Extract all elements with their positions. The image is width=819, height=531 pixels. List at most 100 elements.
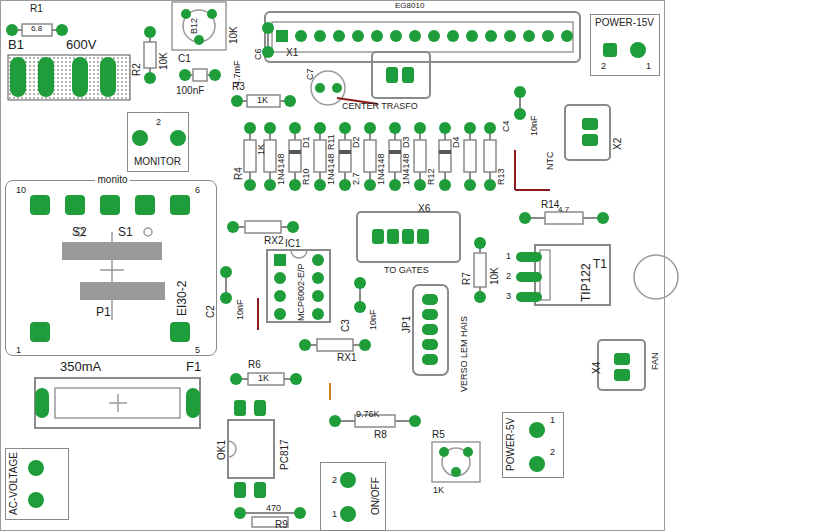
silkscreen-label: RX2	[264, 236, 283, 246]
silkscreen-label: 2	[332, 476, 337, 485]
ic-footprint	[312, 254, 324, 266]
silkscreen-label: 1K	[433, 486, 444, 495]
silkscreen-label: 350mA	[60, 360, 101, 373]
silkscreen-label: S2	[72, 226, 87, 238]
silkscreen-label: 100nF	[176, 86, 204, 96]
resistor-symbol	[414, 179, 426, 191]
silkscreen-label: 1	[16, 346, 21, 355]
silkscreen-label: 2	[550, 448, 555, 457]
transformer-footprint	[80, 282, 165, 300]
trimmer-symbol	[172, 2, 480, 482]
trimmer-symbol	[439, 447, 449, 457]
resistor-symbol	[230, 373, 242, 385]
fuse-holder	[35, 378, 200, 428]
capacitor-symbol	[514, 86, 526, 98]
silkscreen-label: C6	[254, 48, 263, 60]
capacitor-symbol	[193, 69, 207, 81]
capacitor-symbol	[311, 71, 345, 105]
silkscreen-label: C2	[206, 305, 216, 318]
jumper-wire	[257, 298, 259, 330]
connector-outline	[386, 67, 398, 83]
resistor-symbol	[439, 179, 451, 191]
silkscreen-label: 1	[506, 252, 511, 261]
resistor-symbol	[439, 140, 451, 172]
resistor-symbol	[389, 140, 401, 172]
resistor-symbol	[464, 179, 476, 191]
resistor-symbol	[289, 140, 301, 172]
connector-label: POWER-15V	[595, 18, 654, 28]
bridge-rectifier	[8, 55, 130, 100]
connector-label: monito	[95, 175, 129, 185]
ic-footprint	[254, 482, 266, 498]
silkscreen-label: 1N4148	[327, 153, 336, 185]
transistor-footprint	[516, 272, 542, 282]
transformer-footprint	[135, 195, 155, 215]
capacitor-symbol	[332, 83, 342, 93]
resistor-symbol	[414, 140, 426, 172]
connector-label: AC-VOLTAGE	[9, 452, 19, 515]
resistor-symbol	[339, 179, 351, 191]
silkscreen-label: P1	[96, 306, 111, 318]
silkscreen-label: R6	[248, 360, 261, 370]
silkscreen-label: R13	[497, 168, 506, 185]
resistor-symbol	[144, 72, 156, 84]
resistor-symbol	[409, 415, 421, 427]
resistor-symbol	[474, 253, 486, 287]
resistor-symbol	[389, 150, 401, 154]
silkscreen-label: C4	[502, 120, 511, 132]
capacitor-symbol	[209, 69, 221, 81]
connector-label: POWER-5V	[506, 418, 516, 471]
connector-outline	[614, 353, 630, 365]
silkscreen-label: 600V	[66, 38, 96, 51]
silkscreen-label: D4	[452, 136, 461, 148]
connector-box: AC-VOLTAGE	[5, 448, 69, 520]
capacitor-symbol	[220, 266, 232, 278]
connector-outline	[582, 118, 598, 130]
connector-outline	[422, 354, 438, 365]
trimmer-symbol	[207, 9, 217, 19]
resistor-symbol	[6, 24, 18, 36]
silkscreen-label: 4.7	[558, 206, 569, 214]
fuse-holder	[186, 388, 200, 418]
transformer-footprint	[100, 195, 120, 215]
silkscreen-label: 2	[506, 272, 511, 281]
connector-outline	[542, 30, 554, 42]
jumper-wire	[514, 150, 516, 190]
resistor-symbol	[519, 212, 531, 224]
resistor-symbol	[247, 95, 280, 107]
silkscreen-label: R1	[30, 4, 43, 14]
resistor-symbol	[244, 122, 256, 134]
connector-outline	[409, 30, 421, 42]
connector-outline	[523, 30, 535, 42]
capacitor-symbol	[179, 69, 191, 81]
resistor-symbol	[439, 122, 451, 134]
capacitor-symbol	[179, 22, 526, 313]
silkscreen-label: R3	[232, 82, 245, 92]
trimmer-symbol	[172, 2, 226, 50]
connector-outline	[295, 30, 307, 42]
ic-footprint	[228, 250, 330, 498]
ic-footprint	[234, 400, 246, 416]
connector-outline	[561, 30, 573, 42]
silkscreen-label: 6.8	[31, 25, 42, 33]
fuse-holder	[117, 394, 119, 412]
connector-outline	[272, 22, 573, 52]
resistor-symbol	[287, 221, 299, 233]
resistor-symbol	[389, 122, 401, 134]
terminal-pads	[340, 506, 356, 522]
terminal-pads	[28, 460, 44, 476]
silkscreen-label: D3	[402, 136, 411, 148]
ic-footprint	[274, 272, 286, 284]
silkscreen-label: PC817	[280, 439, 290, 470]
silkscreen-label: R8	[374, 430, 387, 440]
resistor-symbol	[414, 122, 426, 134]
capacitor-symbol	[315, 83, 325, 93]
trimmer-symbol	[463, 447, 473, 457]
silkscreen-label: D2	[352, 136, 361, 148]
resistor-symbol	[364, 179, 376, 191]
capacitor-symbol	[220, 292, 232, 304]
resistor-symbol	[339, 140, 351, 172]
bridge-rectifier	[100, 57, 116, 97]
connector-outline	[372, 52, 430, 98]
silkscreen-label: 10K	[229, 26, 239, 44]
